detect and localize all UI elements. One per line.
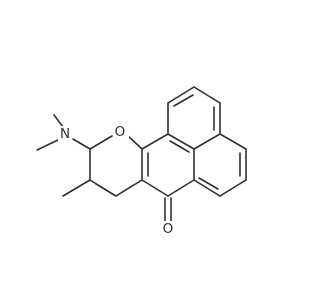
molecule-structure: N O O (36, 86, 247, 238)
bond-c7a-c10c (193, 133, 221, 150)
bond-c4a-c5 (141, 179, 169, 197)
bond-c3-c4-double (95, 183, 115, 196)
bond-c10-c9-inner (173, 94, 194, 107)
bond-c6-c5b (219, 179, 247, 197)
bond-c10b-c10a (141, 133, 169, 150)
bond-c5b-c6a-inner (198, 177, 219, 190)
ring-oxygen-atom-label: O (115, 124, 126, 140)
bond-c10a-c10c-inner (169, 140, 190, 153)
ring-oxygen-label-background (113, 124, 129, 141)
nitrogen-atom-label: N (60, 126, 70, 142)
nitrogen-label-background (58, 126, 72, 142)
bond-c5b-c6a (193, 179, 221, 197)
bond-c10a-c10c (167, 133, 195, 150)
bond-c7a-c7 (219, 133, 247, 150)
bond-n-methyl-2 (36, 139, 59, 151)
bond-c10-c9 (167, 86, 195, 104)
bond-c5-c6a (167, 179, 195, 197)
bond-c3-methyl (62, 179, 91, 197)
bond-c4-c4a (115, 179, 143, 197)
carbonyl-oxygen-atom-label: O (163, 221, 174, 237)
bond-c9-c8 (193, 86, 221, 104)
bond-o-c10b (127, 135, 143, 150)
carbonyl-oxygen-label-background (160, 221, 176, 238)
bond-c2-o (89, 135, 113, 150)
bond-n-c2 (72, 138, 91, 150)
